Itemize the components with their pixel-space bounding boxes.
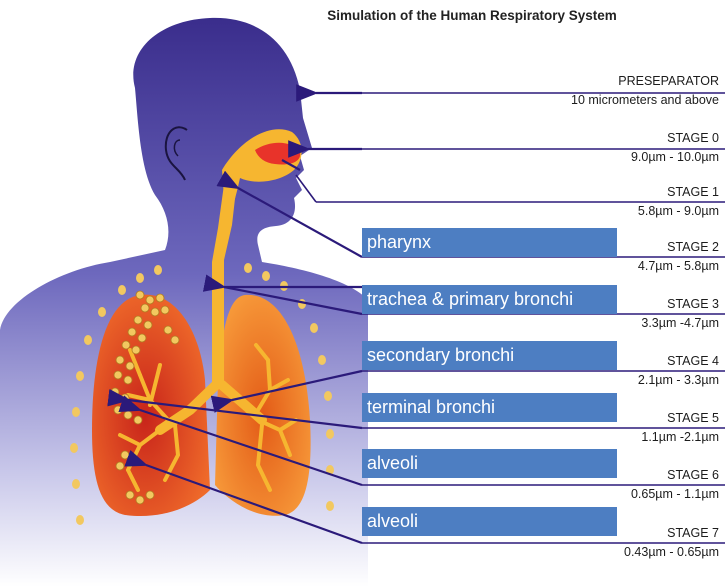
stage-range: 10 micrometers and above	[459, 93, 719, 108]
stage-range: 5.8µm - 9.0µm	[459, 204, 719, 219]
stage-range: 2.1µm - 3.3µm	[459, 373, 719, 388]
stage-range: 4.7µm - 5.8µm	[459, 259, 719, 274]
stage-6: STAGE 6 0.65µm - 1.1µm	[459, 468, 719, 502]
stage-preseparator: PRESEPARATOR 10 micrometers and above	[459, 74, 719, 108]
stage-name: STAGE 0	[459, 131, 719, 146]
stage-range: 1.1µm -2.1µm	[459, 430, 719, 445]
stage-name: STAGE 7	[459, 526, 719, 541]
stage-3: STAGE 3 3.3µm -4.7µm	[459, 297, 719, 331]
stage-range: 9.0µm - 10.0µm	[459, 150, 719, 165]
diagram-title: Simulation of the Human Respiratory Syst…	[262, 8, 682, 23]
stage-7: STAGE 7 0.43µm - 0.65µm	[459, 526, 719, 560]
stage-name: PRESEPARATOR	[459, 74, 719, 89]
stage-name: STAGE 2	[459, 240, 719, 255]
stage-range: 3.3µm -4.7µm	[459, 316, 719, 331]
stage-1: STAGE 1 5.8µm - 9.0µm	[459, 185, 719, 219]
stage-0: STAGE 0 9.0µm - 10.0µm	[459, 131, 719, 165]
stage-range: 0.65µm - 1.1µm	[459, 487, 719, 502]
stage-range: 0.43µm - 0.65µm	[459, 545, 719, 560]
stage-4: STAGE 4 2.1µm - 3.3µm	[459, 354, 719, 388]
stage-name: STAGE 3	[459, 297, 719, 312]
stage-5: STAGE 5 1.1µm -2.1µm	[459, 411, 719, 445]
stage-name: STAGE 1	[459, 185, 719, 200]
stage-name: STAGE 5	[459, 411, 719, 426]
stage-2: STAGE 2 4.7µm - 5.8µm	[459, 240, 719, 274]
stage-name: STAGE 6	[459, 468, 719, 483]
stage-name: STAGE 4	[459, 354, 719, 369]
